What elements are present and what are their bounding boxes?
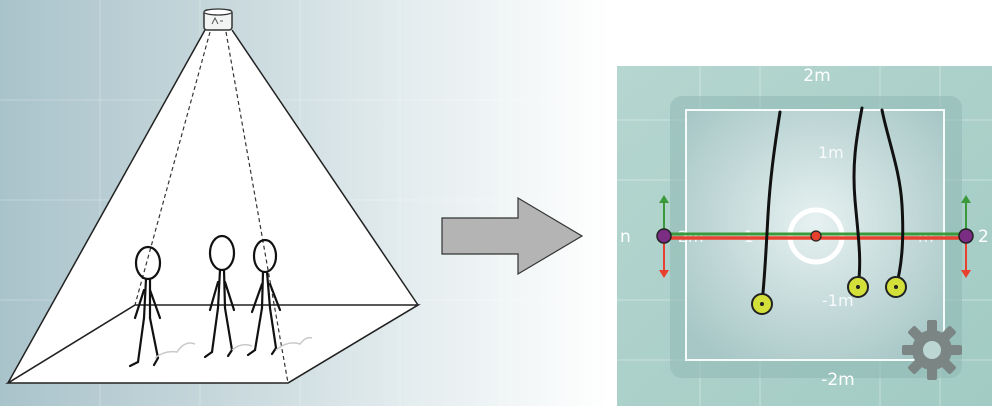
axis-label-upper: 1m xyxy=(818,143,844,162)
line-endpoint-left[interactable] xyxy=(656,228,672,244)
scene-drawing xyxy=(5,8,421,384)
person-markers xyxy=(751,276,907,315)
person-figure xyxy=(203,234,236,359)
origin-ring xyxy=(787,207,845,265)
line-endpoint-right[interactable] xyxy=(958,228,974,244)
person-figure xyxy=(128,245,162,368)
gear-icon[interactable] xyxy=(902,320,962,380)
track-path xyxy=(880,108,905,289)
track-path xyxy=(852,106,864,289)
tracking-map-drawing: 2m 1m n -2m -1 m 2 -1m -2m xyxy=(617,66,992,406)
axis-label-top: 2m xyxy=(803,66,830,86)
floor-shadows xyxy=(154,336,313,359)
track-path xyxy=(760,110,782,305)
person-tracks xyxy=(760,106,905,305)
ceiling-camera-icon xyxy=(203,8,233,31)
tracking-map[interactable]: 2m 1m n -2m -1 m 2 -1m -2m xyxy=(617,66,992,406)
floor-plane xyxy=(5,304,421,384)
axis-label-lower: -1m xyxy=(822,291,854,310)
axis-label-bottom: -2m xyxy=(821,370,855,390)
line-midpoint-handle[interactable] xyxy=(810,230,822,242)
axis-label-left-outer: n xyxy=(620,227,631,247)
right-arrow-icon xyxy=(440,196,585,276)
person-figure xyxy=(246,238,282,357)
camera-scene xyxy=(0,0,610,406)
axis-label-right-outer: 2 xyxy=(978,227,989,247)
field-of-view-cone xyxy=(8,30,418,383)
